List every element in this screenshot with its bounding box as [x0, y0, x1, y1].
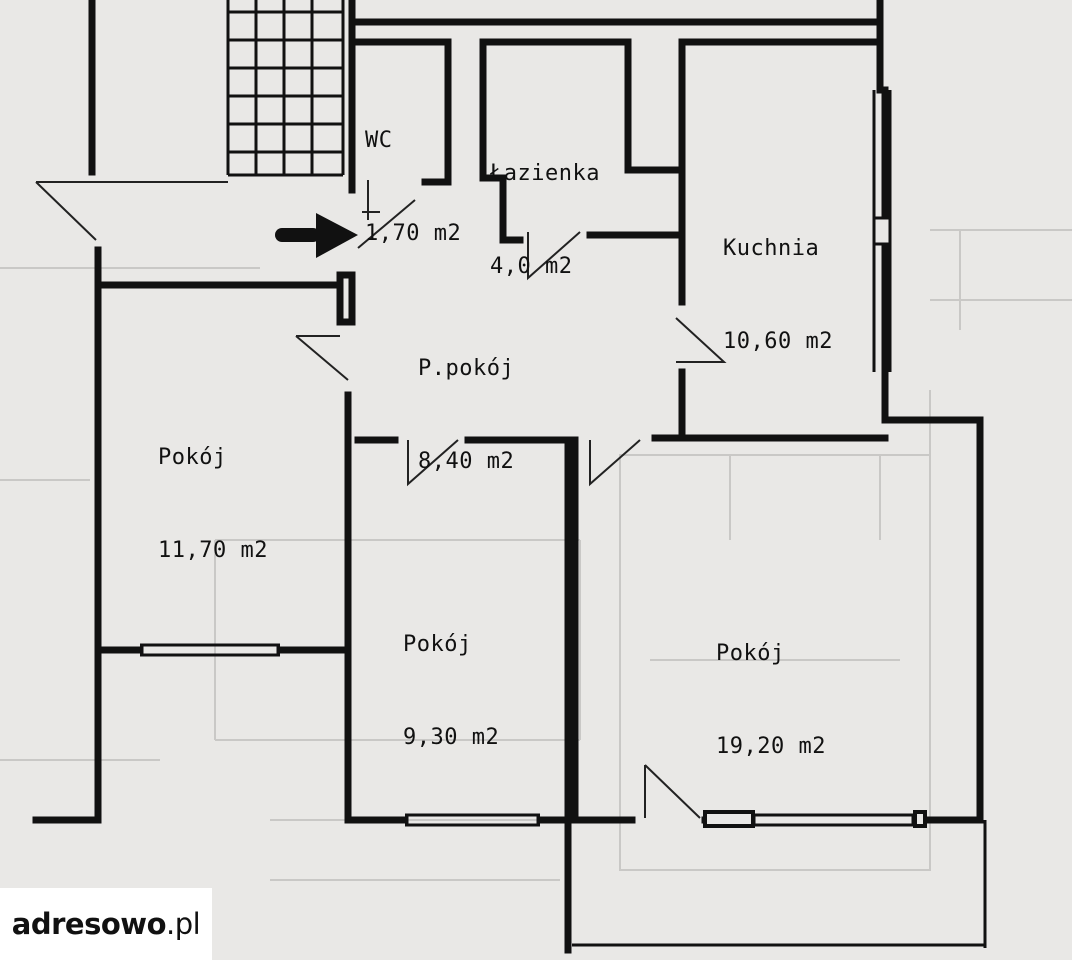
entrance-arrow-icon	[275, 213, 358, 258]
door-swings	[35, 180, 727, 819]
adresowo-logo: adresowo.pl	[0, 888, 212, 960]
room-name-lazienka: Łazienka	[490, 161, 600, 186]
room-label-lazienka: Łazienka 4,0 m2	[490, 96, 600, 344]
room-name-pokoj-middle: Pokój	[403, 632, 472, 657]
room-name-pokoj-right: Pokój	[716, 641, 785, 666]
logo-tld: .pl	[166, 907, 201, 941]
room-label-pokoj-left: Pokój 11,70 m2	[158, 380, 268, 628]
room-area-pokoj-middle: 9,30 m2	[403, 725, 500, 750]
room-area-wc: 1,70 m2	[365, 221, 462, 246]
room-area-lazienka: 4,0 m2	[490, 254, 573, 279]
room-name-pokoj-left: Pokój	[158, 445, 227, 470]
room-label-przedpokoj: P.pokój 8,40 m2	[418, 291, 514, 539]
room-area-kuchnia: 10,60 m2	[723, 329, 833, 354]
room-area-pokoj-right: 19,20 m2	[716, 734, 826, 759]
room-area-przedpokoj: 8,40 m2	[418, 449, 515, 474]
room-name-kuchnia: Kuchnia	[723, 236, 820, 261]
room-label-pokoj-middle: Pokój 9,30 m2	[403, 567, 499, 815]
room-area-pokoj-left: 11,70 m2	[158, 538, 268, 563]
windows	[140, 90, 927, 828]
room-label-kuchnia: Kuchnia 10,60 m2	[723, 171, 833, 419]
logo-brand: adresowo	[11, 907, 167, 941]
room-name-wc: WC	[365, 128, 393, 153]
room-label-wc: WC 1,70 m2	[365, 63, 461, 311]
room-label-pokoj-right: Pokój 19,20 m2	[716, 576, 826, 824]
room-name-przedpokoj: P.pokój	[418, 356, 515, 381]
walls	[32, 0, 987, 954]
staircase	[226, 0, 345, 177]
